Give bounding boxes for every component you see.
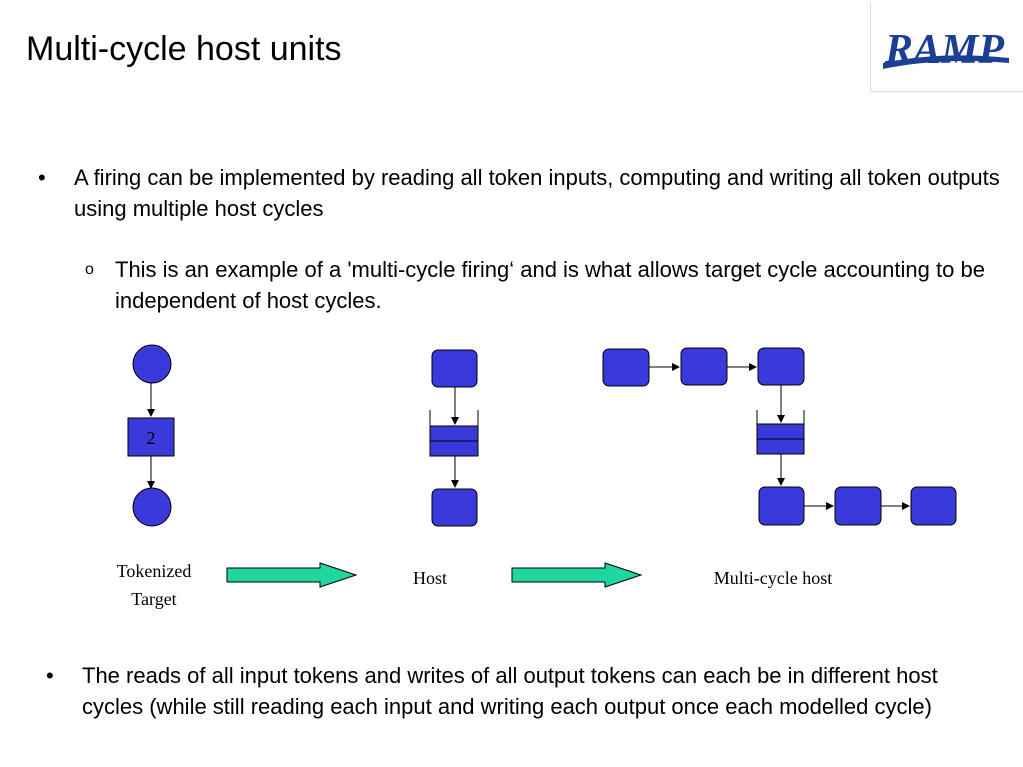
target-output-place — [132, 487, 172, 527]
ramp-logo-graphic: RAMP — [883, 27, 1009, 73]
ramp-logo: RAMP — [870, 3, 1023, 92]
bullet-1: • A firing can be implemented by reading… — [38, 162, 1014, 224]
multi-cycle-fifo-slot — [756, 438, 805, 455]
bullet-2-text: The reads of all input tokens and writes… — [82, 663, 938, 719]
multi-cycle-output-unit — [834, 486, 882, 526]
slide-title: Multi-cycle host units — [26, 30, 342, 68]
host-fifo-slot — [429, 440, 479, 457]
multi-cycle-output-unit — [758, 486, 805, 526]
host-output-unit — [431, 488, 478, 527]
target-token-count: 2 — [147, 428, 156, 448]
multi-cycle-input-unit — [680, 347, 728, 386]
multi-cycle-output-unit — [910, 486, 957, 526]
bullet-mark: • — [46, 663, 54, 688]
target-transition — [127, 417, 175, 457]
host-label: Host — [412, 568, 447, 588]
bullet-mark: • — [38, 165, 46, 190]
sub-bullet-mark: o — [85, 261, 94, 278]
bullet-2: • The reads of all input tokens and writ… — [46, 660, 992, 722]
host-to-multi-cycle-arrow — [511, 562, 643, 588]
tokenized-target-label-line2: Target — [131, 589, 177, 609]
sub-bullet-text: This is an example of a 'multi-cycle fir… — [115, 257, 985, 313]
bullet-1-text: A firing can be implemented by reading a… — [74, 165, 1000, 221]
sub-bullet: o This is an example of a 'multi-cycle f… — [85, 254, 995, 316]
logo-swoosh — [883, 55, 1009, 69]
host-fifo-slot — [429, 425, 479, 442]
firing-diagram: 2 — [127, 344, 957, 588]
multi-cycle-fifo-slot — [756, 423, 805, 440]
target-input-place — [132, 344, 172, 384]
tokenized-target-label-line1: Tokenized — [116, 561, 192, 581]
multi-cycle-input-unit — [757, 347, 805, 386]
target-to-host-arrow — [226, 562, 358, 588]
host-input-unit — [431, 349, 478, 388]
multi-cycle-host-label: Multi-cycle host — [713, 568, 833, 588]
logo-text: RAMP — [884, 27, 1004, 73]
multi-cycle-input-unit — [602, 348, 650, 387]
tokenized-target-label: Tokenized Target — [112, 557, 196, 613]
